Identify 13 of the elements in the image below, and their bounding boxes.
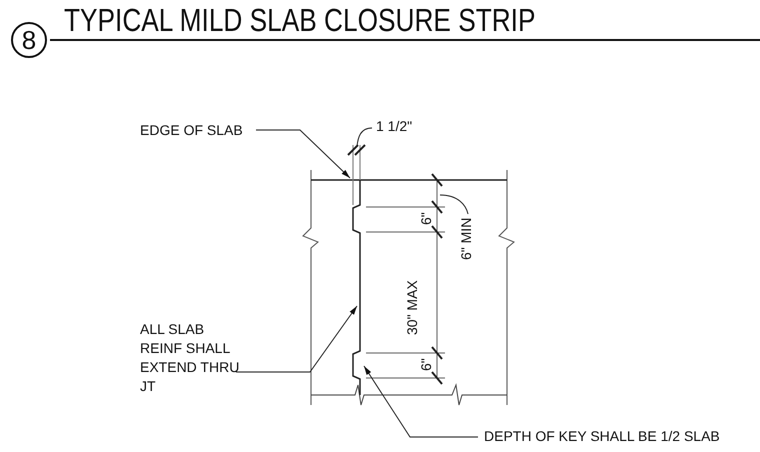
detail-number-circle: 8 xyxy=(11,22,47,58)
leader-line xyxy=(236,306,358,372)
dimension-text: 6" xyxy=(418,358,435,371)
leader-note: DEPTH OF KEY SHALL BE 1/2 SLAB xyxy=(484,428,720,445)
leader-note: ALL SLAB REINF SHALL EXTEND THRU JT xyxy=(140,320,248,396)
dimension-text: 6" MIN xyxy=(458,218,475,260)
title: TYPICAL MILD SLAB CLOSURE STRIP xyxy=(64,2,536,38)
leader-note: EDGE OF SLAB xyxy=(140,122,243,139)
leader-line xyxy=(364,366,478,438)
leader-line xyxy=(256,130,350,178)
dimension-text: 30" MAX xyxy=(404,280,421,335)
dimension-text: 6" xyxy=(418,212,435,225)
dimension-text: 1 1/2" xyxy=(376,118,412,135)
